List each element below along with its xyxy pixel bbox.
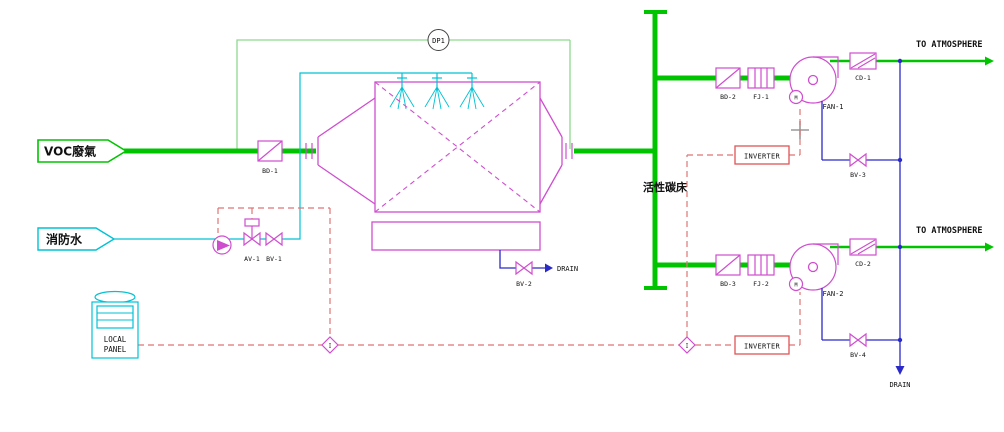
fan2-hub [807, 261, 819, 273]
drain-junction-1 [897, 58, 903, 64]
local-panel-label-2: PANEL [104, 345, 127, 354]
bd1-blade [257, 140, 283, 162]
local-panel-label-1: LOCAL [104, 335, 127, 344]
voc-inlet-flag [37, 139, 128, 163]
bv4-label: BV-4 [850, 351, 866, 359]
fj1-bellows [754, 68, 768, 88]
cd1-label: CD-1 [855, 74, 871, 82]
interlock-diamond-1 [321, 336, 339, 354]
dp1-label: DP1 [432, 37, 445, 45]
inverter1-label: INVERTER [744, 153, 781, 161]
drain-junction-4 [897, 337, 903, 343]
vessel-drain-line [499, 250, 545, 269]
fan1-hub [807, 74, 819, 86]
drain-junction-2 [897, 157, 903, 163]
vessel-drain-arrow [545, 263, 553, 273]
dp1-loop-line-left [236, 39, 428, 149]
local-panel-body [91, 301, 139, 359]
inverter-1: INVERTER [734, 145, 790, 165]
bd3-blade [715, 254, 741, 276]
fan1-motor-label: M [794, 95, 797, 101]
fan2-label: FAN-2 [822, 290, 843, 298]
dp1-instrument-bubble [427, 29, 450, 51]
fj2-label: FJ-2 [753, 280, 769, 288]
av1-label: AV-1 [244, 255, 260, 263]
bd2-label: BD-2 [720, 93, 736, 101]
fj1-label: FJ-1 [753, 93, 769, 101]
interlock-diamond-2 [678, 336, 696, 354]
carbon-bed-label: 活性碳床 [643, 180, 688, 194]
dp1-loop: DP1 [236, 29, 571, 149]
bv3-valve-right [857, 152, 867, 168]
av1-valve-left [243, 231, 253, 247]
outlet-cone [539, 97, 563, 205]
bv2-label: BV-2 [516, 280, 532, 288]
to-atmosphere-bottom-label: TO ATMOSPHERE [916, 226, 983, 236]
interlock2-label: I [685, 344, 688, 350]
drain-bottom-label: DRAIN [889, 381, 910, 389]
av1-valve-right [251, 231, 261, 247]
vessel-drain-label: DRAIN [557, 265, 578, 273]
av1-actuator [244, 218, 260, 227]
local-panel: LOCAL PANEL [91, 290, 139, 359]
fan1-scroll [813, 56, 839, 78]
fan-circuit-1: BD-2 FJ-1 M FAN-1 CD-1 TO ATMOSPHERE [715, 40, 994, 111]
local-panel-top [94, 290, 136, 304]
bv3-label: BV-3 [850, 171, 866, 179]
cd2-louvers [850, 239, 876, 255]
drain-junction-3 [897, 244, 903, 250]
spray-nozzle-1 [389, 73, 415, 110]
voc-inlet-label: VOC廢氣 [44, 144, 96, 159]
bv3-valve-left [849, 152, 859, 168]
bv2-valve-left [515, 260, 525, 276]
vessel-shell [374, 81, 541, 213]
vessel-x-brace-2 [374, 81, 541, 213]
vessel-bottom-tray [371, 221, 541, 251]
inlet-cone [317, 97, 376, 205]
bd2-blade [715, 67, 741, 89]
fire-water-line [114, 72, 472, 240]
fan2-motor [788, 276, 804, 292]
fire-water-system: 消防水 AV-1 BV-1 [37, 72, 485, 263]
local-panel-window [96, 305, 134, 329]
fan2-scroll [813, 243, 839, 265]
spray-nozzle-3 [459, 73, 485, 110]
fan-circuit-2: BD-3 FJ-2 M FAN-2 CD-2 TO ATMOSPHERE [715, 226, 994, 298]
bv1-valve-right [273, 231, 283, 247]
fj2-bellows [754, 255, 768, 275]
fan1-label: FAN-1 [822, 103, 843, 111]
control-signals: I I [138, 106, 801, 354]
carbon-bed-vessel: 活性碳床 [305, 81, 688, 251]
damper-bd1: BD-1 [257, 140, 283, 175]
fan1-motor [788, 89, 804, 105]
bd1-label: BD-1 [262, 167, 278, 175]
bv1-label: BV-1 [266, 255, 282, 263]
bv2-valve-right [523, 260, 533, 276]
fan2-motor-label: M [794, 282, 797, 288]
cd2-label: CD-2 [855, 260, 871, 268]
drain-arrow-bottom [895, 366, 905, 375]
atmosphere-arrow-top [985, 56, 994, 66]
bv4-valve-left [849, 332, 859, 348]
spray-nozzle-2 [424, 73, 450, 110]
atmosphere-arrow-bottom [985, 242, 994, 252]
bd3-label: BD-3 [720, 280, 736, 288]
fire-pump-impeller [217, 240, 230, 251]
inverter-2: INVERTER [734, 335, 790, 355]
bv4-valve-right [857, 332, 867, 348]
cd1-louvers [850, 53, 876, 69]
fire-water-flag [37, 227, 116, 251]
bv1-valve-left [265, 231, 275, 247]
drain-system: BV-3 BV-4 DRAIN [821, 58, 911, 389]
vessel-drain: BV-2 DRAIN [499, 250, 578, 288]
voc-inlet: VOC廢氣 [37, 139, 128, 163]
inverter2-box [734, 335, 790, 355]
inverter2-label: INVERTER [744, 343, 781, 351]
fire-water-label: 消防水 [46, 232, 83, 247]
vessel-x-brace-1 [374, 81, 541, 213]
inverter1-box [734, 145, 790, 165]
interlock1-label: I [328, 344, 331, 350]
to-atmosphere-top-label: TO ATMOSPHERE [916, 40, 983, 50]
